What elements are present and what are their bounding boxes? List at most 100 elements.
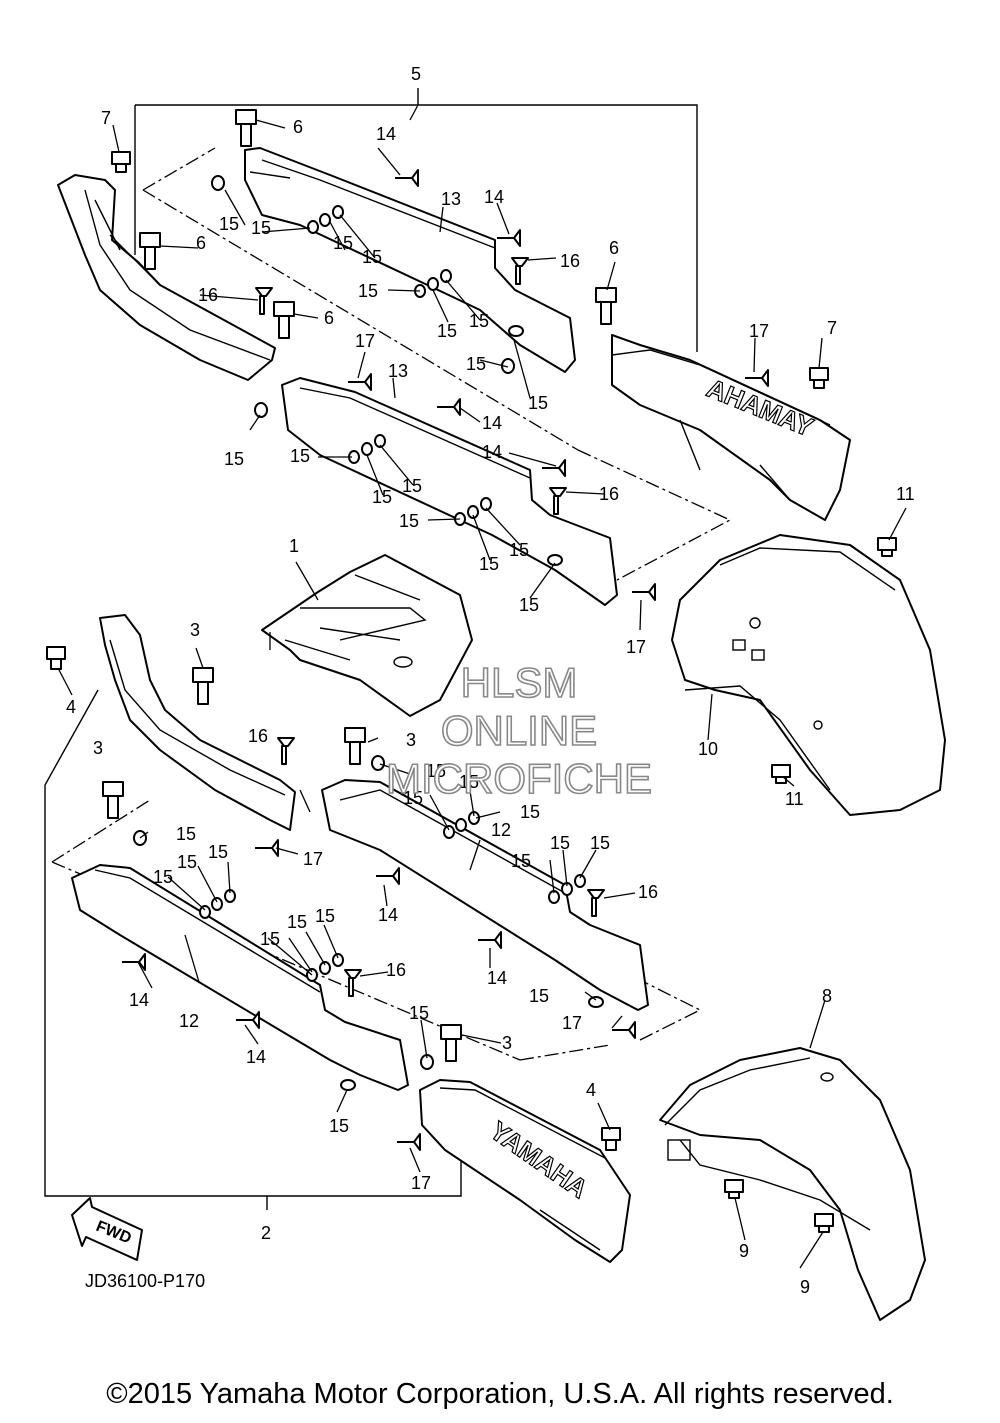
label-15-aa: 15	[590, 833, 610, 853]
label-13-b: 13	[388, 361, 408, 381]
label-11-b: 11	[785, 789, 804, 809]
front-fender	[659, 1047, 926, 1321]
label-14-g: 14	[129, 990, 149, 1010]
label-4-a: 4	[66, 697, 76, 717]
label-15-a: 15	[219, 214, 239, 234]
label-14-f: 14	[487, 968, 507, 988]
lower-cover-12-upper	[321, 779, 649, 1011]
rear-fender	[671, 534, 946, 816]
rear-fender-edge	[684, 547, 896, 791]
upper-frame-lines	[142, 147, 732, 581]
watermark-line-1: HLSM	[461, 659, 578, 706]
label-6-c: 6	[324, 308, 334, 328]
lower-side-cover-front	[419, 1079, 631, 1263]
label-15-w: 15	[177, 852, 197, 872]
label-16-d: 16	[386, 960, 406, 980]
label-15-b: 15	[251, 218, 271, 238]
label-16-a: 16	[560, 251, 580, 271]
label-15-s: 15	[403, 788, 423, 808]
label-15-af: 15	[529, 986, 549, 1006]
label-15-m: 15	[402, 476, 422, 496]
lower-cover-12-lower	[71, 864, 409, 1091]
label-7-a: 7	[101, 108, 111, 128]
label-9-a: 9	[739, 1241, 749, 1261]
label-3-c: 3	[93, 738, 103, 758]
front-fender-badge	[820, 1072, 834, 1082]
label-15-j: 15	[224, 449, 244, 469]
upper-cover-13-top-edge	[249, 159, 496, 249]
clip-11-b	[771, 764, 791, 784]
label-11-a: 11	[896, 484, 915, 504]
upper-rail-detail	[84, 189, 271, 361]
label-6-a: 6	[293, 117, 303, 137]
label-15-u: 15	[520, 802, 540, 822]
heat-shield-detail	[284, 574, 427, 661]
label-6-b: 6	[196, 233, 206, 253]
clip-11-a	[877, 537, 897, 557]
bolt-3-a	[192, 667, 214, 705]
bolt-4-b	[601, 1127, 621, 1151]
label-15-r: 15	[426, 761, 446, 781]
label-16-f: 16	[248, 726, 268, 746]
label-16-c: 16	[599, 484, 619, 504]
assembly-2-bracket	[44, 689, 462, 1210]
heat-shield-hole	[393, 656, 413, 668]
label-15-ad: 15	[315, 906, 335, 926]
label-17-e: 17	[562, 1013, 582, 1033]
lower-cover-12-upper-edge	[339, 789, 566, 894]
bolt-6-c	[273, 301, 295, 339]
label-15-z: 15	[550, 833, 570, 853]
label-8: 8	[822, 986, 832, 1006]
label-15-ah: 15	[329, 1116, 349, 1136]
watermark-line-3: MICROFICHE	[386, 755, 652, 802]
upper-side-cover-right-detail	[611, 349, 831, 501]
label-15-f: 15	[437, 321, 457, 341]
lower-side-rail-left	[99, 614, 296, 831]
upper-side-rail-left	[57, 174, 276, 381]
label-15-l: 15	[372, 487, 392, 507]
label-16-e: 16	[638, 882, 658, 902]
label-17-c: 17	[626, 637, 646, 657]
label-15-g: 15	[469, 311, 489, 331]
label-14-h: 14	[246, 1047, 266, 1067]
diagram-code: JD36100-P170	[85, 1271, 205, 1291]
upper-side-cover-right	[611, 334, 851, 521]
label-14-c: 14	[482, 413, 502, 433]
bolt-4-a	[46, 646, 66, 670]
watermark: HLSM ONLINE MICROFICHE	[385, 658, 653, 803]
label-14-d: 14	[482, 442, 502, 462]
bolt-6-b	[139, 232, 161, 270]
label-15-ac: 15	[287, 912, 307, 932]
label-5: 5	[411, 64, 421, 84]
upper-cover-13-top	[244, 147, 576, 373]
rear-fender-hole-2	[813, 720, 823, 730]
lower-side-cover-front-detail	[439, 1087, 606, 1251]
label-3-b: 3	[406, 730, 416, 750]
label-15-v: 15	[176, 824, 196, 844]
rear-fender-slot-2	[751, 649, 765, 661]
label-2: 2	[261, 1223, 271, 1243]
bolt-6-d	[595, 287, 617, 325]
label-14-e: 14	[378, 905, 398, 925]
clip-9-b	[814, 1213, 834, 1233]
label-12-a: 12	[491, 820, 511, 840]
label-15-d: 15	[362, 247, 382, 267]
label-13-a: 13	[441, 189, 461, 209]
label-14-a: 14	[376, 124, 396, 144]
bolt-6-a	[235, 109, 257, 147]
label-7-b: 7	[827, 318, 837, 338]
label-15-t: 15	[459, 772, 479, 792]
label-15-e: 15	[358, 281, 378, 301]
copyright-notice: ©2015 Yamaha Motor Corporation, U.S.A. A…	[106, 1378, 894, 1410]
label-3-d: 3	[502, 1033, 512, 1053]
upper-cover-13-bottom-edge	[299, 387, 531, 479]
label-3-a: 3	[190, 620, 200, 640]
label-15-c: 15	[333, 233, 353, 253]
front-fender-edge	[664, 1057, 871, 1231]
pins-14-16-17	[122, 169, 769, 1151]
label-6-d: 6	[609, 238, 619, 258]
label-15-ag: 15	[409, 1003, 429, 1023]
lower-rail-detail	[109, 639, 286, 796]
part-labels: 5 7 7 6 6 6 6 14 14 14 14 13 13 16 16 16…	[66, 64, 915, 1297]
